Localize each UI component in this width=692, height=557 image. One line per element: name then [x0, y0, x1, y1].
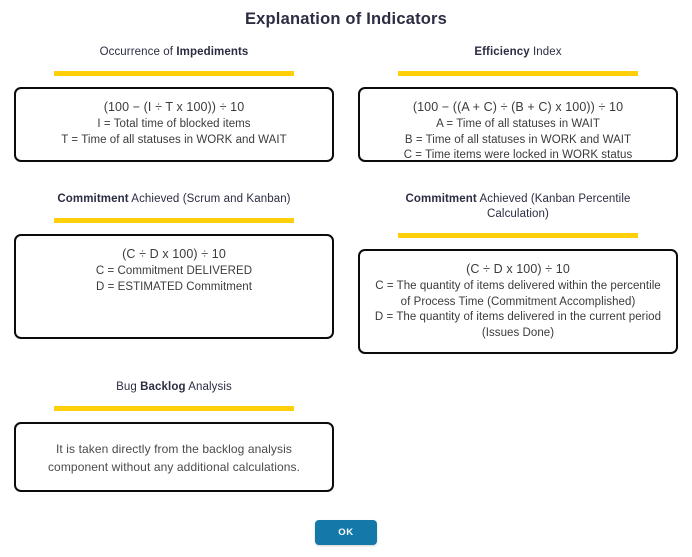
section-title-bold: Commitment — [57, 193, 129, 205]
section-title-suffix: Achieved (Kanban Percentile Calculation) — [476, 193, 631, 220]
ok-button[interactable]: OK — [315, 520, 377, 545]
formula-expression: (C ÷ D x 100) ÷ 10 — [466, 262, 570, 276]
indicator-card-impediments: Occurrence of Impediments (100 − (I ÷ T … — [14, 45, 334, 162]
formula-box-efficiency: (100 − ((A + C) ÷ (B + C) x 100)) ÷ 10 A… — [358, 87, 678, 162]
formula-legend-line: C = Time items were locked in WORK statu… — [403, 149, 633, 161]
formula-expression: (100 − (I ÷ T x 100)) ÷ 10 — [103, 100, 245, 114]
indicator-card-bug-backlog: Bug Backlog Analysis It is taken directl… — [14, 380, 334, 492]
formula-legend-line: C = Commitment DELIVERED — [95, 265, 253, 277]
section-title-impediments: Occurrence of Impediments — [100, 45, 249, 60]
formula-legend-line: T = Time of all statuses in WORK and WAI… — [61, 133, 287, 146]
section-title-suffix: Index — [529, 46, 562, 58]
formula-legend-line: D = The quantity of items delivered in t… — [374, 311, 662, 339]
indicator-card-commitment-percentile: Commitment Achieved (Kanban Percentile C… — [358, 192, 678, 354]
section-underline-accent — [398, 233, 638, 238]
formula-expression: (100 − ((A + C) ÷ (B + C) x 100)) ÷ 10 — [412, 100, 624, 114]
row-spacer — [14, 354, 678, 380]
section-title-commitment-percentile: Commitment Achieved (Kanban Percentile C… — [382, 192, 654, 222]
section-title-prefix: Occurrence of — [99, 46, 177, 58]
section-title-bold: Commitment — [405, 193, 477, 205]
page-title: Explanation of Indicators — [244, 10, 448, 28]
indicator-grid: Occurrence of Impediments (100 − (I ÷ T … — [0, 45, 692, 545]
section-underline-accent — [54, 406, 294, 411]
row-spacer — [14, 162, 678, 192]
section-title-commitment-scrum-kanban: Commitment Achieved (Scrum and Kanban) — [57, 192, 290, 207]
section-underline-accent — [54, 71, 294, 76]
dialog-footer: OK — [14, 520, 678, 545]
formula-legend-line: C = The quantity of items delivered with… — [375, 280, 661, 308]
section-title-suffix: Analysis — [185, 381, 232, 393]
formula-box-commitment-percentile: (C ÷ D x 100) ÷ 10 C = The quantity of i… — [358, 249, 678, 354]
section-title-prefix: Bug — [116, 381, 141, 393]
section-title-bold: Backlog — [140, 381, 186, 393]
section-title-bold: Impediments — [176, 46, 249, 58]
formula-plain-text: It is taken directly from the backlog an… — [47, 441, 301, 474]
formula-legend-line: D = ESTIMATED Commitment — [96, 280, 252, 293]
section-title-bug-backlog: Bug Backlog Analysis — [116, 380, 232, 395]
indicator-card-efficiency: Efficiency Index (100 − ((A + C) ÷ (B + … — [358, 45, 678, 162]
section-title-bold: Efficiency — [474, 46, 530, 58]
section-title-empty — [516, 380, 519, 395]
formula-box-impediments: (100 − (I ÷ T x 100)) ÷ 10 I = Total tim… — [14, 87, 334, 162]
section-title-suffix: Achieved (Scrum and Kanban) — [128, 193, 291, 205]
indicator-card-commitment-scrum-kanban: Commitment Achieved (Scrum and Kanban) (… — [14, 192, 334, 339]
formula-legend-line: I = Total time of blocked items — [97, 118, 251, 130]
section-underline-accent — [398, 71, 638, 76]
indicator-row-1: Occurrence of Impediments (100 − (I ÷ T … — [14, 45, 678, 162]
formula-legend-line: A = Time of all statuses in WAIT — [436, 118, 600, 130]
indicator-row-2: Commitment Achieved (Scrum and Kanban) (… — [14, 192, 678, 354]
formula-expression: (C ÷ D x 100) ÷ 10 — [122, 247, 226, 261]
section-title-efficiency: Efficiency Index — [474, 45, 561, 60]
formula-box-bug-backlog: It is taken directly from the backlog an… — [14, 422, 334, 492]
formula-box-commitment-scrum-kanban: (C ÷ D x 100) ÷ 10 C = Commitment DELIVE… — [14, 234, 334, 339]
formula-legend-line: B = Time of all statuses in WORK and WAI… — [404, 133, 632, 146]
indicator-card-empty-placeholder — [358, 380, 678, 492]
section-underline-accent — [54, 218, 294, 223]
indicator-row-3: Bug Backlog Analysis It is taken directl… — [14, 380, 678, 492]
